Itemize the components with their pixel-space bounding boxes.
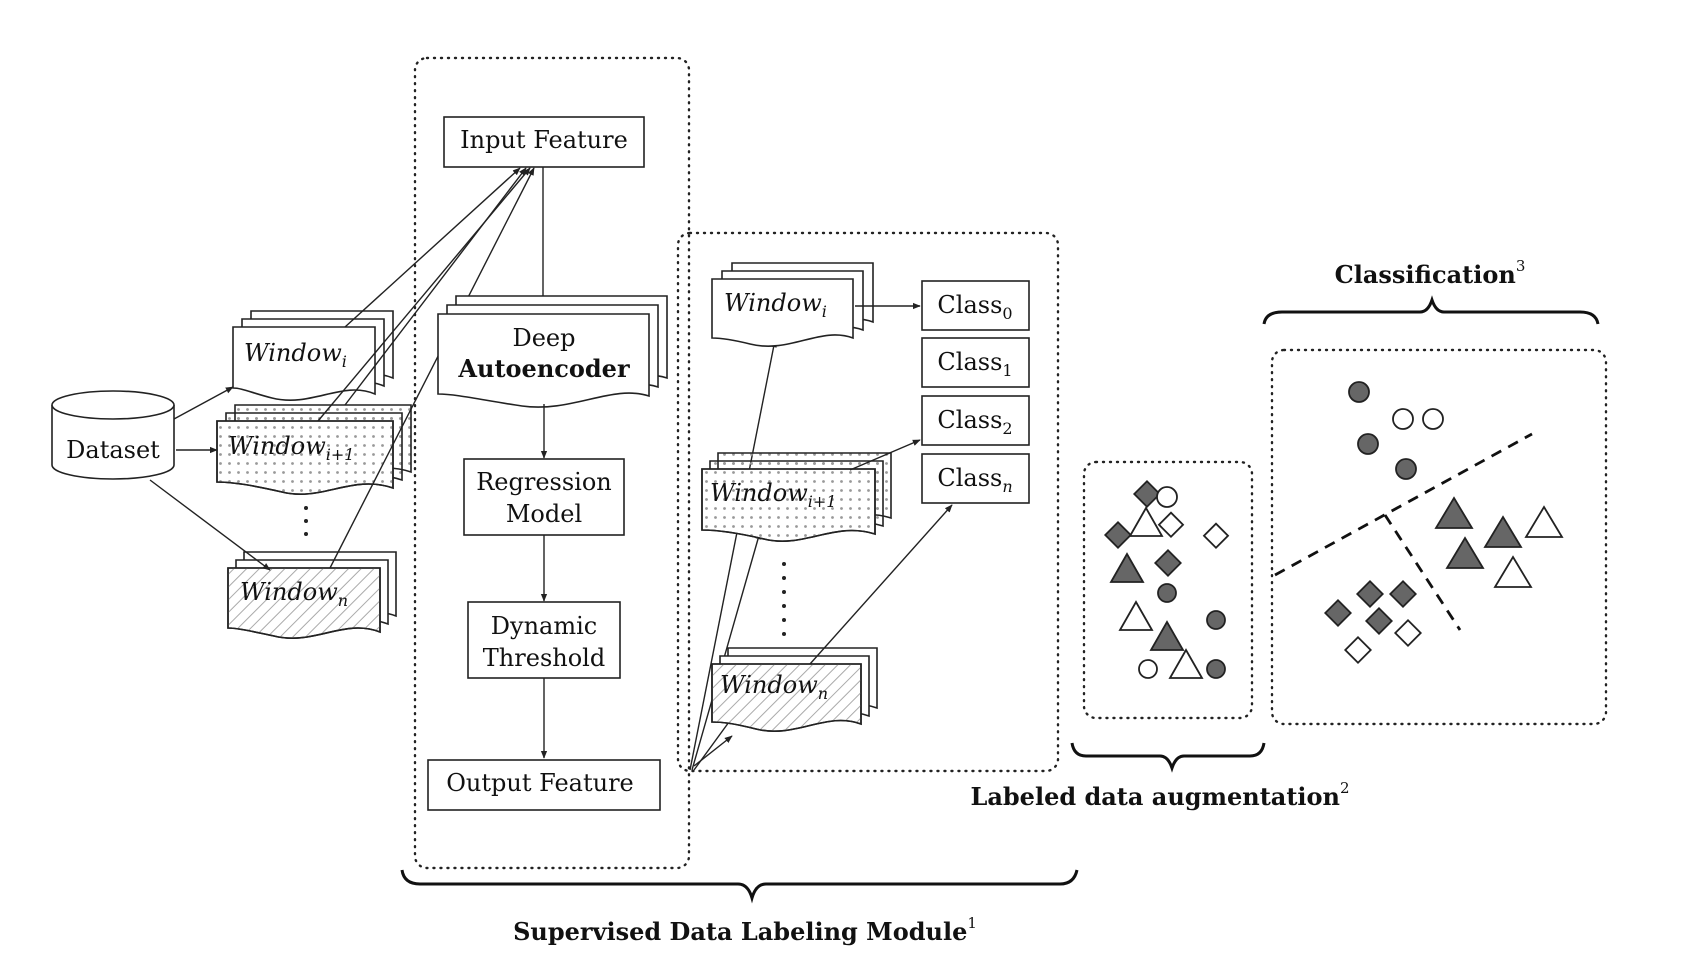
class-0-box (921, 280, 1030, 331)
augmentation-brace (1070, 742, 1266, 773)
right-vertical-ellipsis (782, 562, 786, 636)
left-window-i1: Windowi+1 (216, 404, 412, 496)
input-feature-label: Input Feature (460, 126, 628, 154)
input-feature-box (443, 116, 645, 168)
left-vertical-ellipsis (304, 506, 308, 536)
left-window-i: Windowi (232, 310, 394, 401)
module-container (413, 56, 691, 870)
classification-title: Classification3 (1335, 257, 1526, 289)
output-feature-box (427, 759, 661, 811)
left-window-i-label: Windowi (244, 339, 347, 371)
threshold-line2: Threshold (483, 644, 605, 672)
classification-scatter (1274, 381, 1564, 665)
right-window-n: Windown (711, 647, 878, 732)
regression-line2: Model (506, 500, 582, 528)
class-n-box (921, 453, 1030, 504)
module-brace (400, 869, 1079, 904)
class-2-box (921, 395, 1030, 446)
dataset-cylinder: Dataset (51, 390, 175, 480)
class-2-label: Class2 (937, 406, 1012, 438)
classification-container (1270, 348, 1608, 726)
output-feature-label: Output Feature (446, 769, 634, 797)
classification-brace (1262, 295, 1600, 325)
left-window-i1-label: Windowi+1 (228, 432, 354, 464)
labeling-container (676, 231, 1060, 773)
augmentation-scatter (1103, 479, 1230, 679)
regression-model-box (463, 458, 625, 536)
right-window-n-label: Windown (720, 671, 828, 703)
dataset-label: Dataset (66, 436, 160, 464)
left-window-n: Windown (227, 551, 397, 639)
module-title: Supervised Data Labeling Module1 (513, 914, 977, 946)
right-window-i-label: Windowi (724, 289, 827, 321)
regression-line1: Regression (476, 468, 612, 496)
class-0-label: Class0 (937, 291, 1012, 323)
left-window-n-label: Windown (240, 578, 348, 610)
deep-label: Deep (512, 324, 575, 352)
class-1-box (921, 337, 1030, 388)
class-n-label: Classn (937, 464, 1012, 496)
augmentation-container (1082, 460, 1254, 720)
right-window-i: Windowi (711, 262, 874, 347)
class-1-label: Class1 (937, 348, 1012, 380)
deep-autoencoder-doc: Deep Autoencoder (437, 295, 668, 408)
autoencoder-label: Autoencoder (457, 354, 630, 383)
augmentation-title: Labeled data augmentation2 (970, 779, 1349, 811)
threshold-line1: Dynamic (491, 612, 597, 640)
right-window-i1-label: Windowi+1 (710, 479, 836, 511)
right-window-i1: Windowi+1 (701, 452, 892, 542)
